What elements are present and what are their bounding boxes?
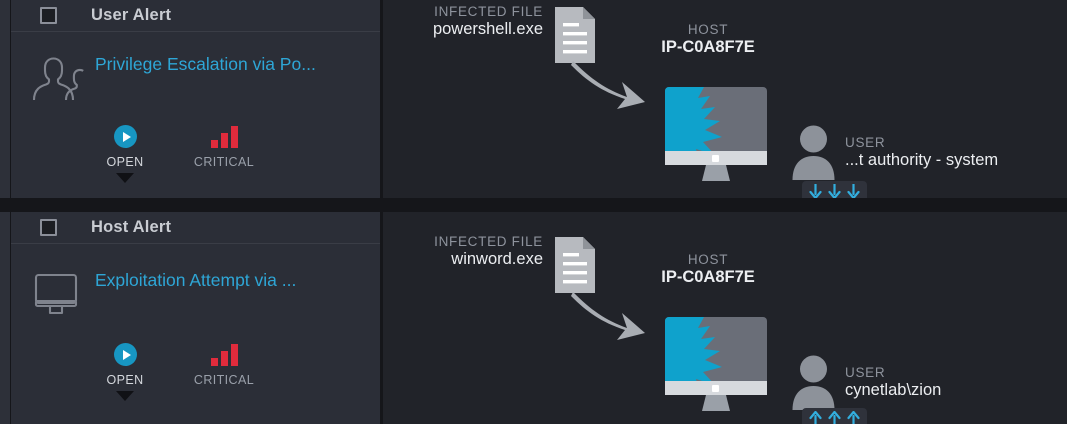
person-icon[interactable] — [791, 354, 836, 410]
host-value: IP-C0A8F7E — [661, 37, 755, 56]
user-label: USER cynetlab\zion — [845, 365, 941, 400]
document-icon[interactable] — [553, 235, 597, 295]
host-value: IP-C0A8F7E — [661, 267, 755, 286]
monitor-icon — [28, 272, 84, 318]
signal-bars-icon — [210, 124, 238, 148]
play-circle-icon — [113, 342, 137, 366]
arrow-down-icon — [809, 184, 822, 198]
host-kind: HOST — [687, 252, 729, 267]
alert-select-checkbox[interactable] — [40, 7, 57, 24]
user-kind: USER — [845, 365, 886, 380]
alert-card-header: Host Alert — [11, 212, 380, 244]
users-icon — [28, 56, 84, 102]
alert-severity-label: CRITICAL — [193, 155, 255, 169]
host-kind: HOST — [687, 22, 729, 37]
arrow-down-icon — [828, 184, 841, 198]
arrow-up-icon — [809, 411, 822, 424]
user-label: USER ...t authority - system — [845, 135, 998, 170]
alert-card-body: Privilege Escalation via Po... OPEN CR — [11, 32, 380, 198]
direction-badge[interactable] — [802, 408, 867, 424]
alert-name-link[interactable]: Exploitation Attempt via ... — [95, 270, 297, 290]
alert-state[interactable]: OPEN — [89, 124, 161, 183]
caret-down-icon[interactable] — [116, 391, 134, 401]
alert-state[interactable]: OPEN — [89, 342, 161, 401]
alert-card[interactable]: User Alert Privilege Escalation via Po..… — [11, 0, 383, 198]
infected-file-label: INFECTED FILE winword.exe — [434, 234, 543, 269]
row-accent-rail — [0, 212, 11, 424]
host-label: HOST IP-C0A8F7E — [633, 22, 783, 57]
infected-file-value: winword.exe — [451, 249, 543, 268]
infected-monitor-icon[interactable] — [660, 85, 772, 182]
user-kind: USER — [845, 135, 886, 150]
alert-graph: INFECTED FILE powershell.exe — [383, 0, 1067, 198]
signal-bars-icon — [210, 342, 238, 366]
infected-file-value: powershell.exe — [432, 19, 543, 38]
alert-name-link[interactable]: Privilege Escalation via Po... — [95, 54, 316, 74]
alert-severity[interactable]: CRITICAL — [188, 124, 260, 183]
alert-card-body: Exploitation Attempt via ... OPEN CRIT — [11, 244, 380, 424]
alert-severity[interactable]: CRITICAL — [188, 342, 260, 401]
alert-status-group: OPEN CRITICAL — [89, 342, 260, 401]
person-icon[interactable] — [791, 124, 836, 180]
infected-file-label: INFECTED FILE powershell.exe — [433, 4, 543, 39]
alert-row[interactable]: User Alert Privilege Escalation via Po..… — [0, 0, 1067, 198]
infected-monitor-icon[interactable] — [660, 315, 772, 412]
arrow-up-icon — [847, 411, 860, 424]
caret-down-icon[interactable] — [116, 173, 134, 183]
host-label: HOST IP-C0A8F7E — [633, 252, 783, 287]
alert-state-label: OPEN — [106, 155, 144, 169]
infected-file-kind: INFECTED FILE — [434, 4, 543, 19]
document-icon[interactable] — [553, 5, 597, 65]
arrow-up-icon — [828, 411, 841, 424]
alert-select-checkbox[interactable] — [40, 219, 57, 236]
alert-row[interactable]: Host Alert Exploitation Attempt via ... — [0, 212, 1067, 424]
alert-type-title: Host Alert — [91, 218, 172, 236]
alert-card[interactable]: Host Alert Exploitation Attempt via ... — [11, 212, 383, 424]
alert-state-label: OPEN — [106, 373, 144, 387]
row-accent-rail — [0, 0, 11, 198]
alert-status-group: OPEN CRITICAL — [89, 124, 260, 183]
alert-graph: INFECTED FILE winword.exe — [383, 212, 1067, 424]
alert-type-title: User Alert — [91, 6, 172, 24]
direction-badge[interactable] — [802, 181, 867, 198]
play-circle-icon — [113, 124, 137, 148]
alert-card-header: User Alert — [11, 0, 380, 32]
user-value: ...t authority - system — [845, 150, 999, 169]
arrow-down-icon — [847, 184, 860, 198]
infected-file-kind: INFECTED FILE — [434, 234, 543, 249]
curved-arrow-icon — [569, 288, 659, 353]
alert-severity-label: CRITICAL — [193, 373, 255, 387]
curved-arrow-icon — [569, 57, 659, 122]
user-value: cynetlab\zion — [845, 380, 942, 399]
